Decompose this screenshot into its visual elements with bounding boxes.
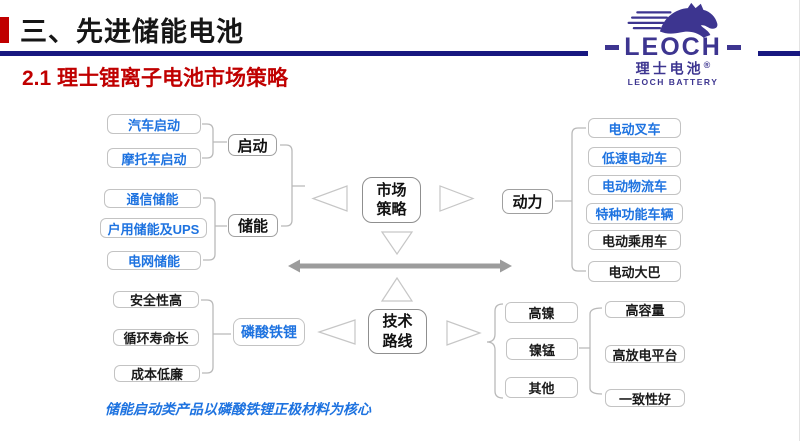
box-grid-storage: 电网储能: [107, 251, 201, 270]
box-market-strategy: 市场 策略: [362, 177, 421, 223]
box-lfp: 磷酸铁锂: [233, 318, 305, 346]
box-logistics-ev: 电动物流车: [588, 175, 681, 195]
box-telecom-storage: 通信储能: [104, 189, 201, 208]
leoch-logo: LEOCH 理士电池® LEOCH BATTERY: [588, 2, 758, 88]
box-tech-route: 技术 路线: [368, 309, 427, 354]
logo-right-dash: [726, 44, 741, 50]
box-special-vehicle: 特种功能车辆: [586, 203, 683, 224]
section-title: 三、先进储能电池: [20, 17, 244, 47]
leoch-horse-icon: [627, 2, 718, 38]
logo-en-name: LEOCH BATTERY: [627, 76, 719, 87]
box-long-cycle-life: 循环寿命长: [113, 329, 199, 346]
box-nickel-manganese: 镍锰: [506, 338, 578, 360]
box-electric-forklift: 电动叉车: [588, 118, 681, 138]
box-power-category: 动力: [502, 189, 553, 214]
box-good-consistency: 一致性好: [605, 389, 685, 407]
box-high-discharge-platform: 高放电平台: [605, 345, 685, 363]
box-electric-bus: 电动大巴: [588, 261, 681, 282]
box-motorcycle-start: 摩托车启动: [107, 148, 201, 168]
leoch-wordmark: LEOCH: [605, 34, 741, 60]
box-low-cost: 成本低廉: [114, 365, 200, 382]
header-divider: [0, 51, 800, 56]
box-start-category: 启动: [228, 134, 277, 156]
double-arrow: [288, 259, 512, 273]
box-storage-category: 储能: [228, 214, 278, 237]
box-high-safety: 安全性高: [113, 291, 199, 308]
box-low-speed-ev: 低速电动车: [588, 147, 681, 167]
box-auto-start: 汽车启动: [107, 114, 201, 134]
box-other-material: 其他: [505, 377, 578, 398]
logo-cn-name: 理士电池®: [635, 59, 711, 77]
box-high-capacity: 高容量: [605, 301, 685, 318]
box-high-nickel: 高镍: [505, 302, 578, 323]
footnote: 储能启动类产品以磷酸铁锂正极材料为核心: [105, 401, 371, 417]
slide-subtitle: 2.1 理士锂离子电池市场策略: [22, 67, 289, 90]
box-home-storage-ups: 户用储能及UPS: [100, 218, 207, 238]
box-passenger-ev: 电动乘用车: [588, 230, 681, 250]
logo-left-dash: [605, 44, 620, 50]
title-accent-bar: [0, 17, 9, 43]
registered-mark: ®: [703, 59, 711, 70]
